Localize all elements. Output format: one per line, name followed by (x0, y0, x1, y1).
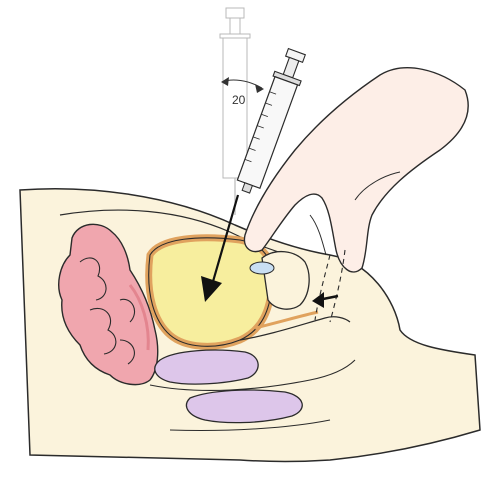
rectum (186, 390, 302, 423)
pubic-symphysis (262, 252, 309, 310)
angle-arc-left-head (221, 77, 229, 86)
angle-arc-right-head (255, 84, 264, 93)
uterus (155, 350, 258, 384)
angle-label: 20 (232, 93, 246, 107)
urethra-fluid (250, 262, 274, 274)
